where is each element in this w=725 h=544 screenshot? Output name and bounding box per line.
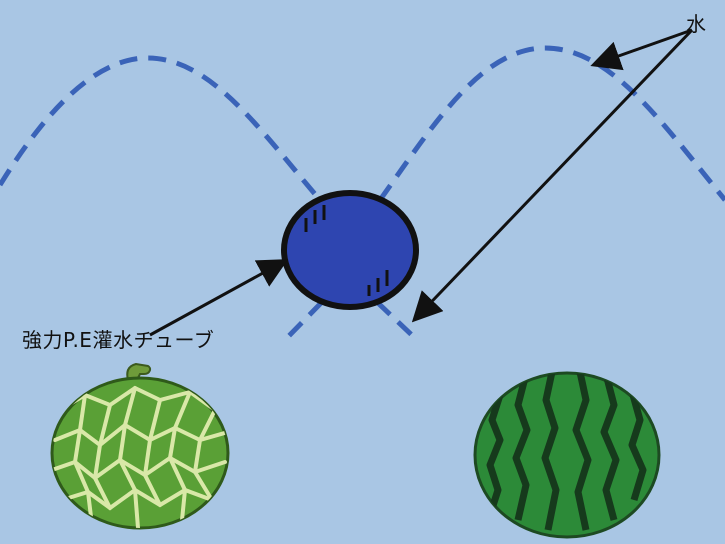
watermelon-icon: [473, 371, 661, 539]
arrow-water-to-drip: [411, 28, 694, 323]
water-drip-right: [375, 300, 419, 342]
arrows: [149, 28, 694, 337]
melon-icon: [50, 362, 230, 530]
water-label: 水: [686, 12, 706, 36]
tube-label: 強力P.E灌水チューブ: [22, 328, 215, 352]
water-drip-left: [281, 300, 324, 344]
arrow-tube: [149, 259, 289, 337]
irrigation-tube: [281, 190, 419, 310]
water-spray-path: [0, 45, 725, 344]
water-arc-right: [377, 45, 725, 202]
arrow-water-to-arc: [590, 28, 693, 71]
water-arc-left: [0, 55, 322, 202]
